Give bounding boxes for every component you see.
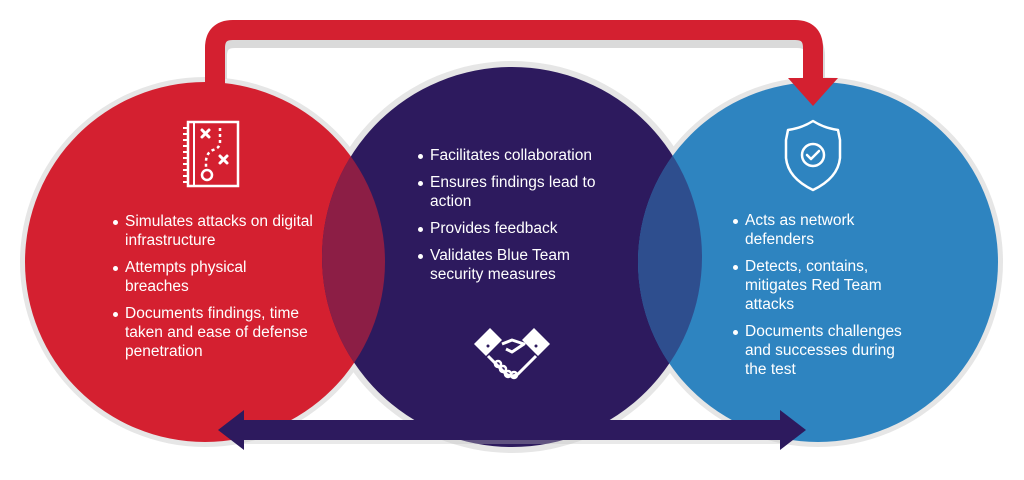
- red-team-bullet: Attempts physical breaches: [113, 258, 313, 296]
- blue-team-bullet-list: Acts as network defenders Detects, conta…: [733, 211, 913, 387]
- red-team-bullet: Simulates attacks on digital infrastruct…: [113, 212, 313, 250]
- purple-team-bullet: Validates Blue Team security measures: [418, 246, 623, 284]
- red-team-circle: [25, 82, 385, 442]
- blue-team-bullet: Documents challenges and successes durin…: [733, 322, 913, 379]
- bottom-double-arrow: [218, 410, 806, 450]
- playbook-icon: [183, 120, 240, 188]
- left-arrow-head: [218, 410, 244, 450]
- right-arrow-head: [780, 410, 806, 450]
- blue-team-bullet: Acts as network defenders: [733, 211, 913, 249]
- blue-team-bullet: Detects, contains, mitigates Red Team at…: [733, 257, 913, 314]
- handshake-icon: [474, 328, 550, 380]
- purple-team-bullet-list: Facilitates collaboration Ensures findin…: [418, 146, 623, 292]
- red-team-bullet-list: Simulates attacks on digital infrastruct…: [113, 212, 313, 369]
- purple-team-bullet: Provides feedback: [418, 219, 623, 238]
- purple-team-bullet: Ensures findings lead to action: [418, 173, 623, 211]
- top-red-arrow-head: [788, 78, 838, 106]
- red-team-bullet: Documents findings, time taken and ease …: [113, 304, 313, 361]
- purple-team-bullet: Facilitates collaboration: [418, 146, 623, 165]
- top-red-arrow-shaft: [205, 20, 823, 85]
- blue-team-circle: [638, 82, 998, 442]
- shield-check-icon: [784, 119, 842, 192]
- purple-team-circle: [322, 67, 702, 447]
